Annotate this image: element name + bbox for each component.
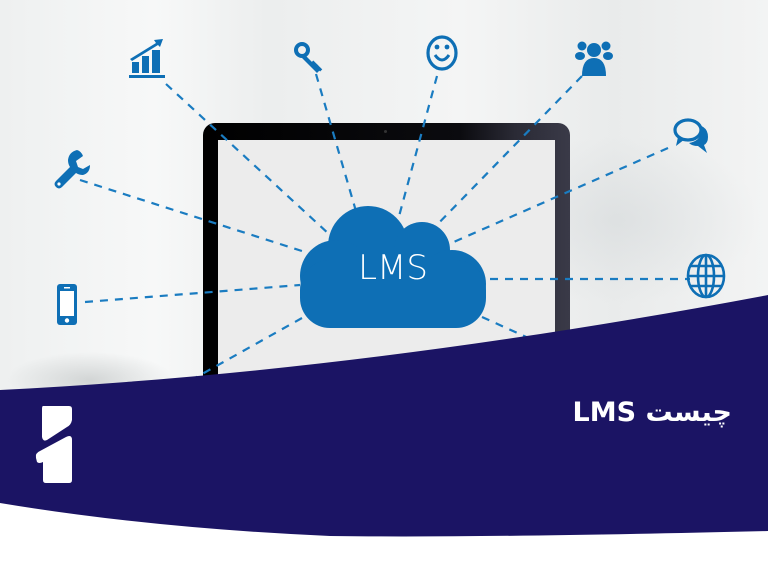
- users-group-icon: [575, 41, 613, 76]
- brand-logo: [35, 406, 72, 483]
- globe-icon: [686, 253, 726, 299]
- wrench-icon: [54, 150, 90, 189]
- cloud-label: LMS: [358, 248, 428, 288]
- smartphone-icon: [57, 284, 77, 325]
- smiley-icon: [426, 35, 458, 71]
- key-icon: [294, 42, 323, 73]
- cloud-icon: [300, 206, 486, 328]
- page-title: چیست LMS: [572, 397, 732, 428]
- chat-bubbles-icon: [673, 118, 708, 153]
- growth-chart-icon: [129, 39, 165, 78]
- monitor-camera: [384, 130, 387, 133]
